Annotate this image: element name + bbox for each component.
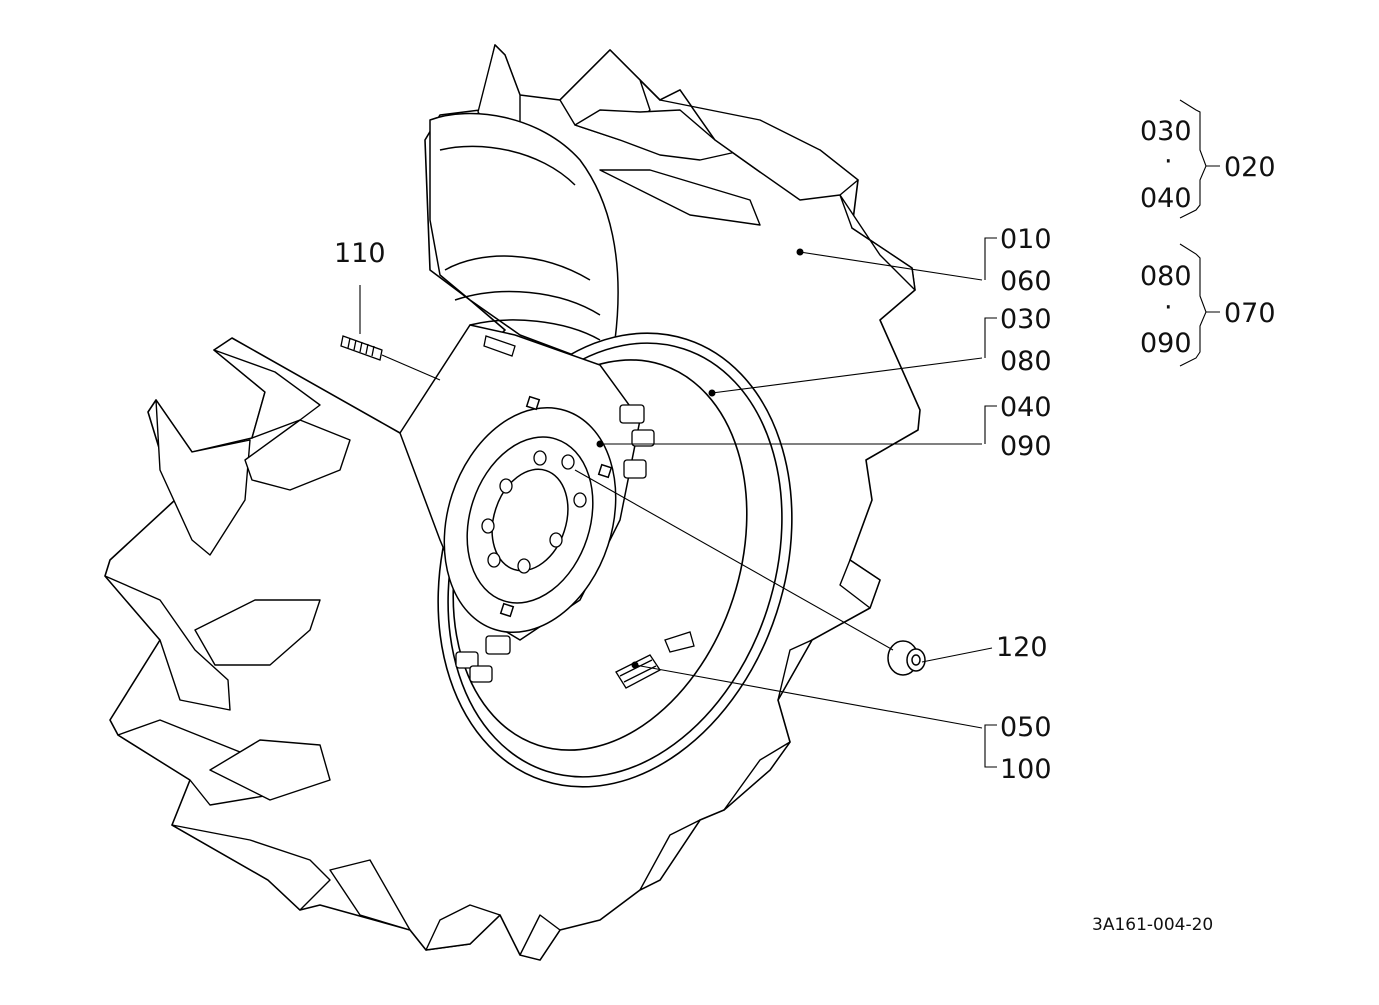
- drawing-code: 3A161-004-20: [1092, 915, 1213, 935]
- callout-010: 010: [1000, 224, 1052, 255]
- callout-110: 110: [334, 238, 386, 269]
- legend-070-bottom: 090: [1140, 328, 1192, 359]
- legend-020-top: 030: [1140, 116, 1192, 147]
- callout-120: 120: [996, 632, 1048, 663]
- leader-dots: [596, 248, 804, 669]
- stud-bolt: [340, 335, 516, 361]
- tire-tread-lugs: [104, 349, 881, 961]
- wheel-nut: [887, 640, 926, 676]
- tire-top-lugs: [477, 44, 916, 291]
- leader-lines: [359, 237, 997, 768]
- callout-100: 100: [1000, 754, 1052, 785]
- callout-080: 080: [1000, 346, 1052, 377]
- callout-040: 040: [1000, 392, 1052, 423]
- assembly-legend-070: 080 · 090 070: [1140, 243, 1276, 367]
- hub-bolt-holes: [481, 450, 587, 574]
- legend-020-parent: 020: [1224, 152, 1276, 183]
- rim-bolts: [455, 404, 655, 683]
- callout-050: 050: [1000, 712, 1052, 743]
- legend-020-dot: ·: [1164, 146, 1173, 177]
- assembly-legend-020: 030 · 040 020: [1140, 99, 1276, 219]
- legend-020-bottom: 040: [1140, 183, 1192, 214]
- callout-030: 030: [1000, 304, 1052, 335]
- legend-070-parent: 070: [1224, 298, 1276, 329]
- legend-070-dot: ·: [1164, 292, 1173, 323]
- callout-060: 060: [1000, 266, 1052, 297]
- callout-090: 090: [1000, 431, 1052, 462]
- legend-070-top: 080: [1140, 261, 1192, 292]
